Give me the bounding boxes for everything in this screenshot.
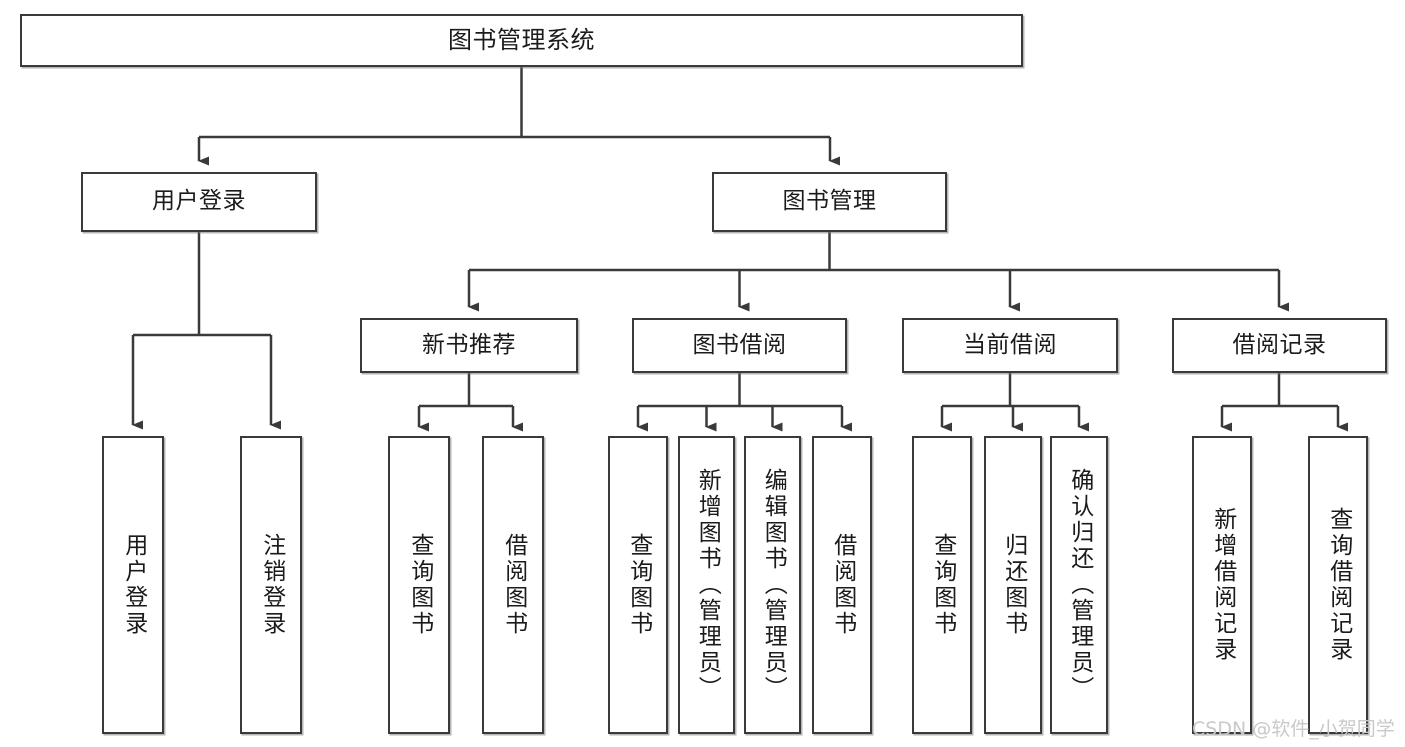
node-leaf-user-logout-label: 注销登录: [258, 533, 285, 637]
node-borrow-records-label: 借阅记录: [1232, 331, 1327, 358]
node-new-book-recommend[interactable]: 新书推荐: [360, 318, 578, 373]
node-leaf-query-book-cur[interactable]: 查询图书: [912, 436, 972, 734]
node-current-borrow[interactable]: 当前借阅: [902, 318, 1118, 373]
node-leaf-query-book-rec[interactable]: 查询图书: [388, 436, 450, 734]
node-root[interactable]: 图书管理系统: [20, 14, 1023, 67]
node-borrow-records[interactable]: 借阅记录: [1172, 318, 1387, 373]
node-leaf-add-book-label: 新增图书（管理员）: [694, 468, 721, 702]
node-leaf-user-logout[interactable]: 注销登录: [240, 436, 302, 734]
node-user-login-label: 用户登录: [152, 188, 246, 215]
node-leaf-edit-book-label: 编辑图书（管理员）: [760, 468, 787, 702]
node-root-label: 图书管理系统: [448, 26, 595, 55]
node-leaf-confirm-return[interactable]: 确认归还（管理员）: [1050, 436, 1108, 734]
node-leaf-edit-book[interactable]: 编辑图书（管理员）: [744, 436, 801, 734]
node-leaf-query-book-cur-label: 查询图书: [929, 533, 956, 637]
node-leaf-borrow-book-rec-label: 借阅图书: [500, 533, 527, 637]
node-leaf-query-book-borrow-label: 查询图书: [625, 533, 652, 637]
node-leaf-user-login-label: 用户登录: [120, 533, 147, 637]
node-leaf-user-login[interactable]: 用户登录: [102, 436, 164, 734]
node-leaf-add-record[interactable]: 新增借阅记录: [1192, 436, 1252, 734]
node-book-management[interactable]: 图书管理: [712, 172, 947, 232]
node-leaf-borrow-book[interactable]: 借阅图书: [812, 436, 872, 734]
node-leaf-borrow-book-rec[interactable]: 借阅图书: [482, 436, 544, 734]
node-leaf-add-book[interactable]: 新增图书（管理员）: [678, 436, 735, 734]
node-book-borrow[interactable]: 图书借阅: [632, 318, 847, 373]
node-leaf-query-book-rec-label: 查询图书: [406, 533, 433, 637]
node-leaf-borrow-book-label: 借阅图书: [829, 533, 856, 637]
node-leaf-query-book-borrow[interactable]: 查询图书: [608, 436, 668, 734]
node-leaf-return-book[interactable]: 归还图书: [984, 436, 1042, 734]
node-user-login[interactable]: 用户登录: [81, 172, 317, 232]
node-leaf-query-record-label: 查询借阅记录: [1325, 507, 1352, 663]
node-leaf-confirm-return-label: 确认归还（管理员）: [1066, 468, 1093, 702]
node-leaf-add-record-label: 新增借阅记录: [1209, 507, 1236, 663]
node-leaf-return-book-label: 归还图书: [1000, 533, 1027, 637]
node-current-borrow-label: 当前借阅: [963, 331, 1057, 358]
node-book-borrow-label: 图书借阅: [692, 331, 787, 358]
node-leaf-query-record[interactable]: 查询借阅记录: [1308, 436, 1368, 734]
node-new-book-recommend-label: 新书推荐: [422, 331, 516, 358]
node-book-management-label: 图书管理: [782, 188, 877, 215]
